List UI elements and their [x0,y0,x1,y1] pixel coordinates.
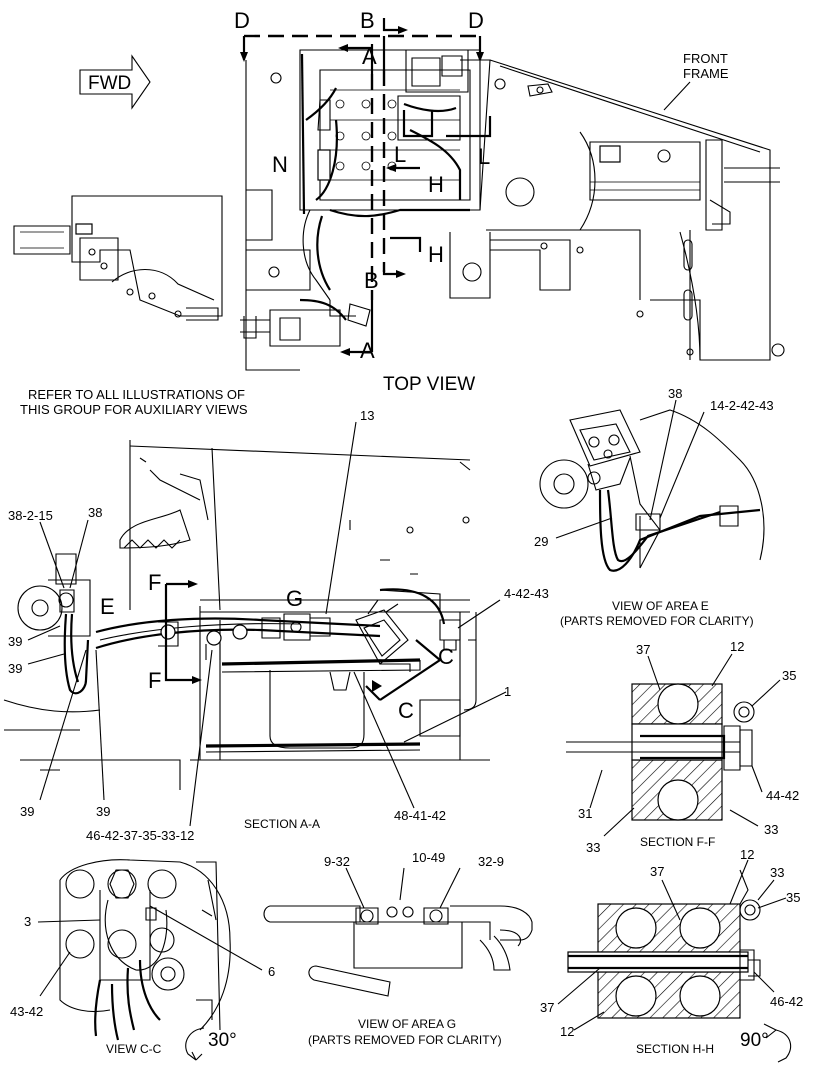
section-aa-leaders [27,421,507,827]
callout-39-d: 39 [96,804,110,819]
section-letter-f-top: F [148,570,161,595]
callout-33-hh: 33 [770,865,784,880]
callout-31: 31 [578,806,592,821]
front-frame-leader [663,81,691,111]
area-e-drawing [539,409,765,572]
section-aa-drawing [3,440,490,790]
section-letter-h-top: H [428,172,444,197]
area-g-caption-2: (PARTS REMOVED FOR CLARITY) [308,1033,502,1047]
callout-3: 3 [24,914,31,929]
section-letter-n: N [272,152,288,177]
section-hh-caption: SECTION H-H [636,1042,714,1056]
callout-1: 1 [504,684,511,699]
section-aa-arrowheads [188,580,382,692]
callout-44-42: 44-42 [766,788,799,803]
callout-29: 29 [534,534,548,549]
top-view-drawing [13,49,785,371]
callout-38-2-15: 38-2-15 [8,508,53,523]
area-e-caption-2: (PARTS REMOVED FOR CLARITY) [560,614,754,628]
section-letter-l-left: L [394,142,406,167]
front-frame-label-1: FRONT [683,51,728,66]
refer-note-line-1: REFER TO ALL ILLUSTRATIONS OF [28,387,245,402]
refer-note-line-2: THIS GROUP FOR AUXILIARY VIEWS [20,402,248,417]
fwd-arrow [79,54,151,110]
rotate-90-arrow-icon [775,1029,792,1063]
callout-46-42: 46-42 [770,994,803,1009]
section-letter-h-bottom: H [428,242,444,267]
section-letter-l-right: L [478,144,490,169]
callout-32-9: 32-9 [478,854,504,869]
section-letter-f-bottom: F [148,668,161,693]
callout-12-ff: 12 [730,639,744,654]
view-cc-drawing [59,859,231,1041]
callout-33-ff-left: 33 [586,840,600,855]
section-letter-d-left: D [234,8,250,33]
view-cc-leaders [37,905,263,997]
callout-39-a: 39 [8,634,22,649]
section-letter-a-bottom: A [360,338,375,363]
section-letter-c-bottom: C [398,698,414,723]
callout-13: 13 [360,408,374,423]
section-letter-e: E [100,594,115,619]
rotate-30-arrowhead-icon [191,1051,203,1061]
callout-37-ff: 37 [636,642,650,657]
area-g-leaders [345,867,461,909]
area-g-caption-1: VIEW OF AREA G [358,1017,456,1031]
section-hh-drawing [567,869,761,1019]
callout-6: 6 [268,964,275,979]
section-letter-b-top: B [360,8,375,33]
rotate-30-label: 30° [208,1030,237,1051]
section-hh-leaders [557,859,787,1031]
callout-39-b: 39 [8,661,22,676]
area-e-caption-1: VIEW OF AREA E [612,599,709,613]
callout-38-area-e: 38 [668,386,682,401]
area-g-drawing [263,905,533,997]
callout-9-32: 9-32 [324,854,350,869]
area-e-leaders [555,399,705,539]
front-frame-label-2: FRAME [683,66,729,81]
section-letter-a-top: A [362,44,377,69]
callout-39-c: 39 [20,804,34,819]
top-view-section-lines [242,18,492,354]
callout-12-hh-bottom: 12 [560,1024,574,1039]
section-letter-g: G [286,586,303,611]
section-ff-leaders [589,653,781,837]
view-cc-caption: VIEW C-C [106,1042,162,1056]
callout-4-42-43: 4-42-43 [504,586,549,601]
rotate-90-arrowhead-icon [763,1023,778,1039]
callout-48-41-42: 48-41-42 [394,808,446,823]
callout-10-49: 10-49 [412,850,445,865]
callout-14-2-42-43: 14-2-42-43 [710,398,774,413]
section-letter-d-right: D [468,8,484,33]
callout-37-hh-bottom: 37 [540,1000,554,1015]
callout-35-ff: 35 [782,668,796,683]
section-letter-b-bottom: B [364,268,379,293]
fwd-label: FWD [88,73,131,94]
rotate-30-arrow-icon [185,1027,205,1061]
callout-35-hh: 35 [786,890,800,905]
callout-46-42-37-35-33-12: 46-42-37-35-33-12 [86,828,194,843]
callout-38-left: 38 [88,505,102,520]
top-view-arrowheads [240,26,484,356]
section-letter-c-right: C [438,644,454,669]
rotate-90-label: 90° [740,1030,769,1051]
callout-33-ff-right: 33 [764,822,778,837]
section-aa-section-lines [164,582,442,701]
top-view-caption: TOP VIEW [383,374,475,395]
section-aa-caption: SECTION A-A [244,817,320,831]
callout-43-42: 43-42 [10,1004,43,1019]
callout-37-hh-top: 37 [650,864,664,879]
callout-12-hh-top: 12 [740,847,754,862]
section-ff-caption: SECTION F-F [640,835,715,849]
section-ff-drawing [566,683,755,821]
